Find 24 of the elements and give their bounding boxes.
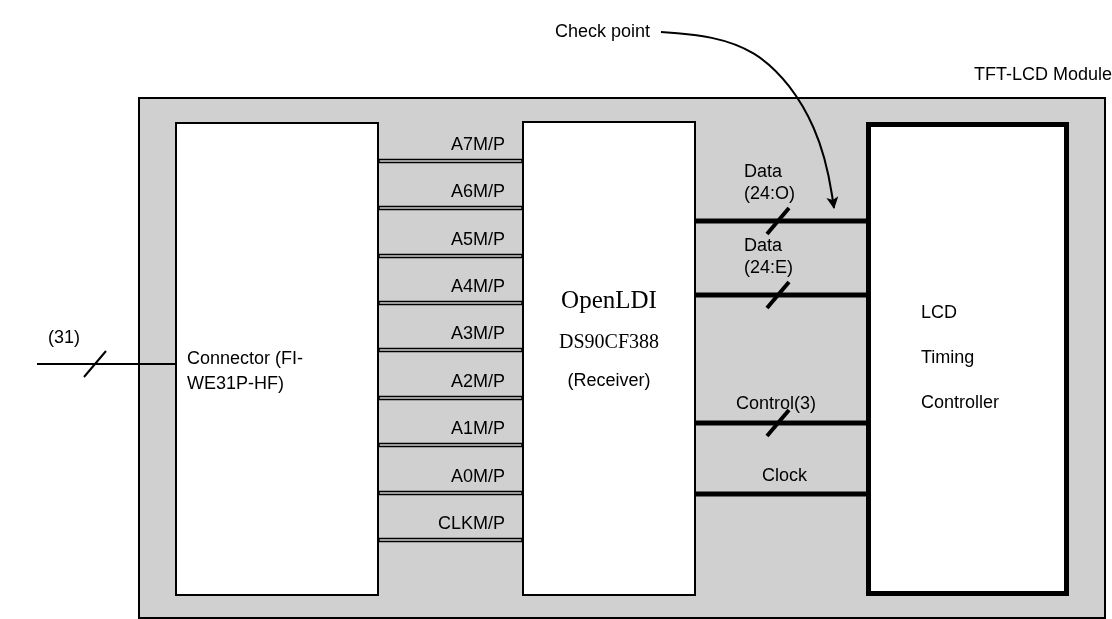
signal-label: A5M/P — [450, 228, 505, 250]
signal-label: A6M/P — [450, 180, 505, 202]
signal-label: (31) — [48, 326, 81, 348]
module-title: TFT-LCD Module — [973, 63, 1112, 85]
signal-label: A1M/P — [450, 417, 505, 439]
block-label: (Receiver) — [566, 369, 652, 391]
signal-label: Clock — [762, 464, 808, 486]
signal-label: A4M/P — [450, 275, 505, 297]
connector-block — [175, 122, 379, 596]
signal-label: Control(3) — [736, 392, 818, 414]
signal-label: Data (24:E) — [744, 234, 795, 278]
block-label: LCD Timing Controller — [921, 301, 1001, 414]
block-label: Connector (FI-WE31P-HF) — [187, 347, 305, 395]
signal-label: A0M/P — [450, 465, 505, 487]
signal-label: A7M/P — [450, 133, 505, 155]
signal-label: A2M/P — [450, 370, 505, 392]
timing-controller-block — [866, 122, 1069, 596]
block-title: OpenLDI — [560, 285, 658, 314]
signal-label: Data (24:O) — [744, 160, 796, 204]
part-number: DS90CF388 — [558, 329, 660, 353]
annotation-text: Check point — [555, 20, 651, 42]
signal-label: A3M/P — [450, 322, 505, 344]
receiver-block — [522, 121, 696, 596]
signal-label: CLKM/P — [437, 512, 505, 534]
